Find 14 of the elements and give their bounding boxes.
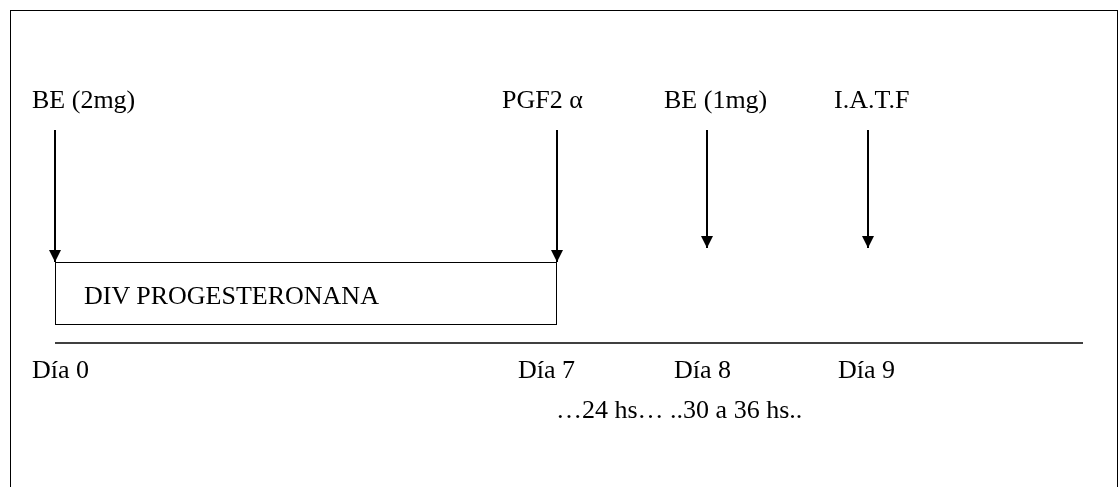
device-box: DIV PROGESTERONANA [55, 262, 557, 325]
arrow [862, 129, 874, 249]
arrow [49, 129, 61, 263]
treatment-label: BE (2mg) [32, 87, 136, 113]
day-label: Día 7 [518, 357, 576, 383]
day-label: Día 8 [674, 357, 732, 383]
day-label: Día 0 [32, 357, 90, 383]
treatment-label: BE (1mg) [664, 87, 768, 113]
day-label: Día 9 [838, 357, 896, 383]
arrow [701, 129, 713, 249]
arrow [551, 129, 563, 263]
treatment-label: PGF2 α [502, 87, 583, 113]
treatment-label: I.A.T.F [834, 87, 910, 113]
interval-label: …24 hs… ..30 a 36 hs.. [556, 397, 803, 423]
